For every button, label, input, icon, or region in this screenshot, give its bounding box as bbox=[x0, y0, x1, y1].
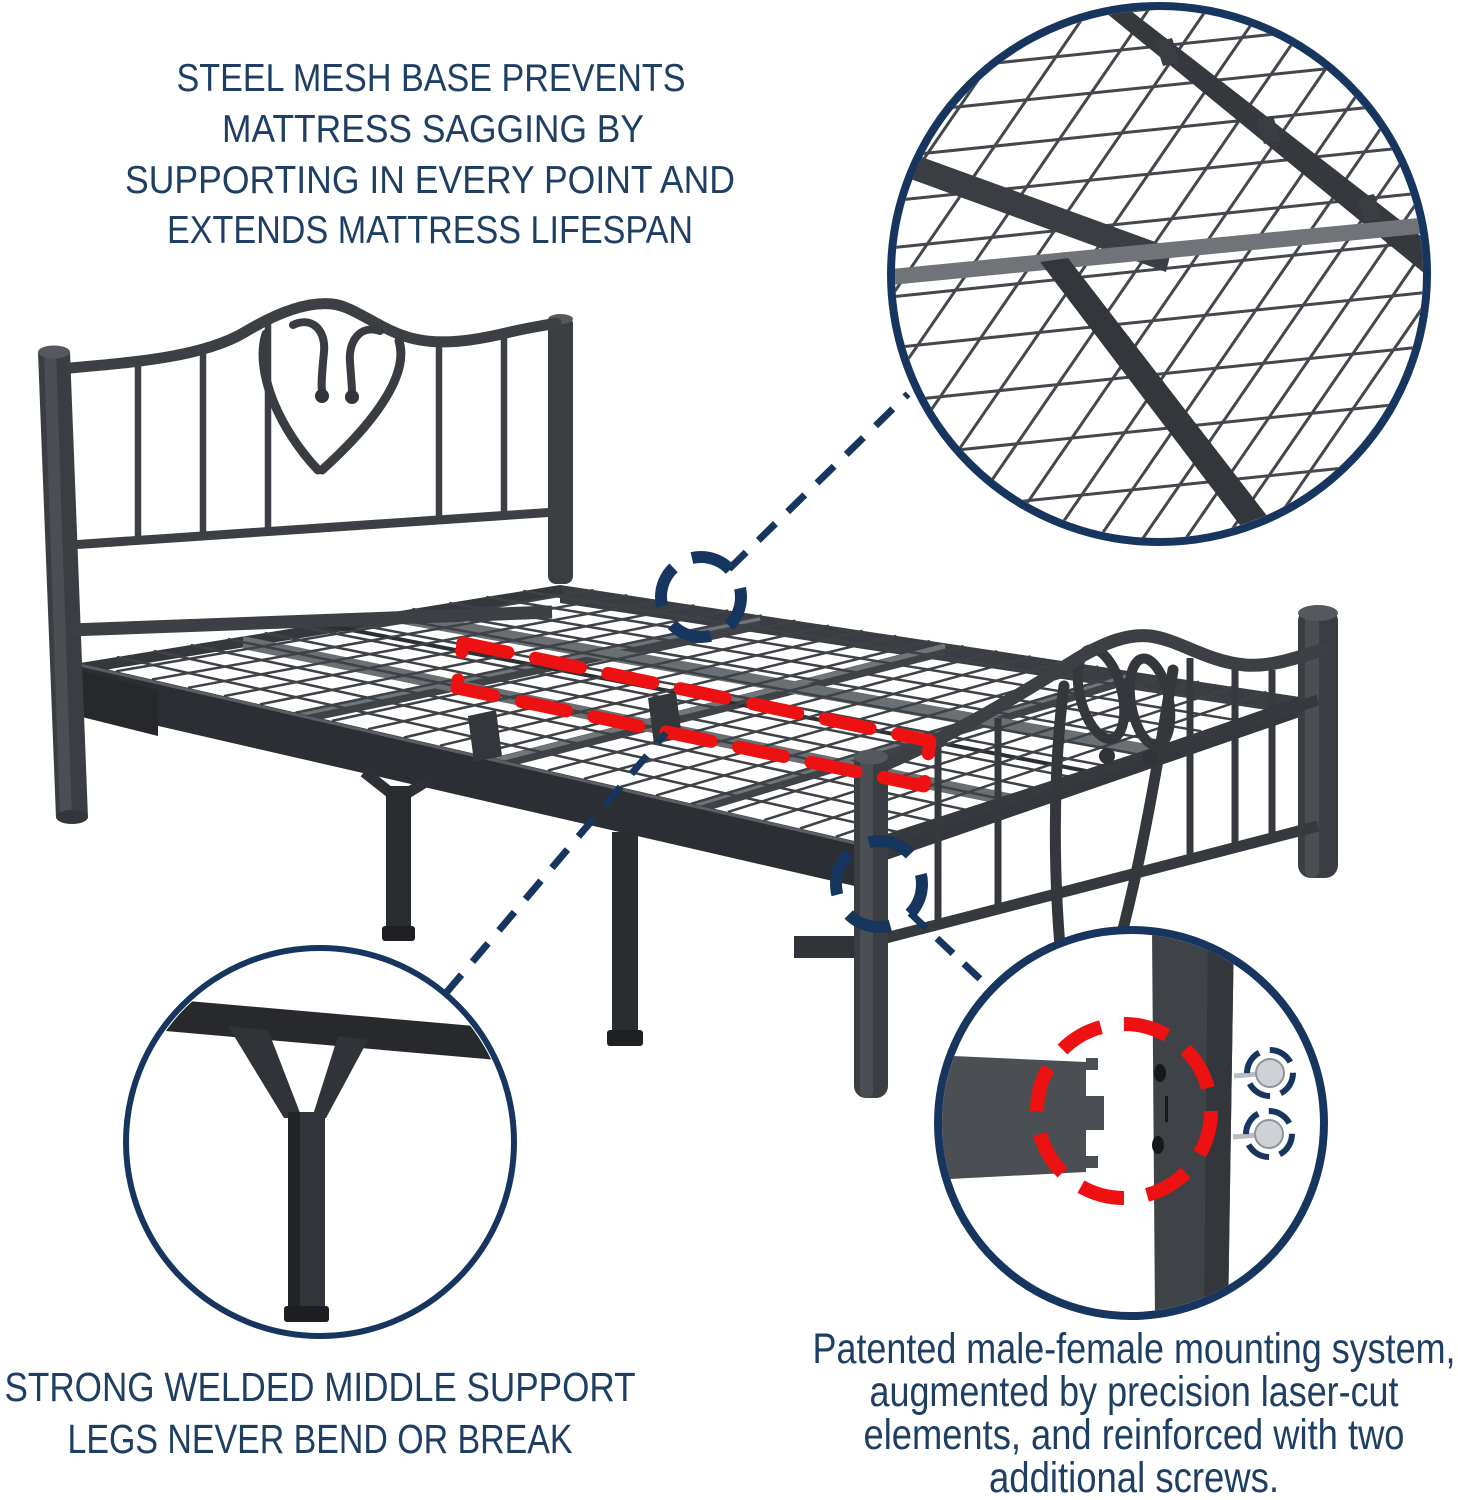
svg-text:SUPPORTING IN EVERY POINT AND: SUPPORTING IN EVERY POINT AND bbox=[125, 159, 735, 202]
svg-text:STEEL MESH BASE PREVENTS: STEEL MESH BASE PREVENTS bbox=[177, 57, 686, 100]
svg-text:EXTENDS MATTRESS LIFESPAN: EXTENDS MATTRESS LIFESPAN bbox=[167, 209, 693, 252]
svg-text:additional screws.: additional screws. bbox=[989, 1454, 1279, 1500]
svg-text:augmented by precision laser-c: augmented by precision laser-cut bbox=[870, 1368, 1399, 1416]
svg-text:elements, and reinforced with: elements, and reinforced with two bbox=[864, 1411, 1405, 1459]
svg-text:STRONG WELDED MIDDLE SUPPORT: STRONG WELDED MIDDLE SUPPORT bbox=[5, 1364, 636, 1410]
svg-text:MATTRESS SAGGING BY: MATTRESS SAGGING BY bbox=[222, 108, 644, 151]
svg-text:Patented male-female mounting: Patented male-female mounting system, bbox=[813, 1325, 1456, 1373]
svg-text:LEGS NEVER BEND OR BREAK: LEGS NEVER BEND OR BREAK bbox=[68, 1416, 573, 1462]
